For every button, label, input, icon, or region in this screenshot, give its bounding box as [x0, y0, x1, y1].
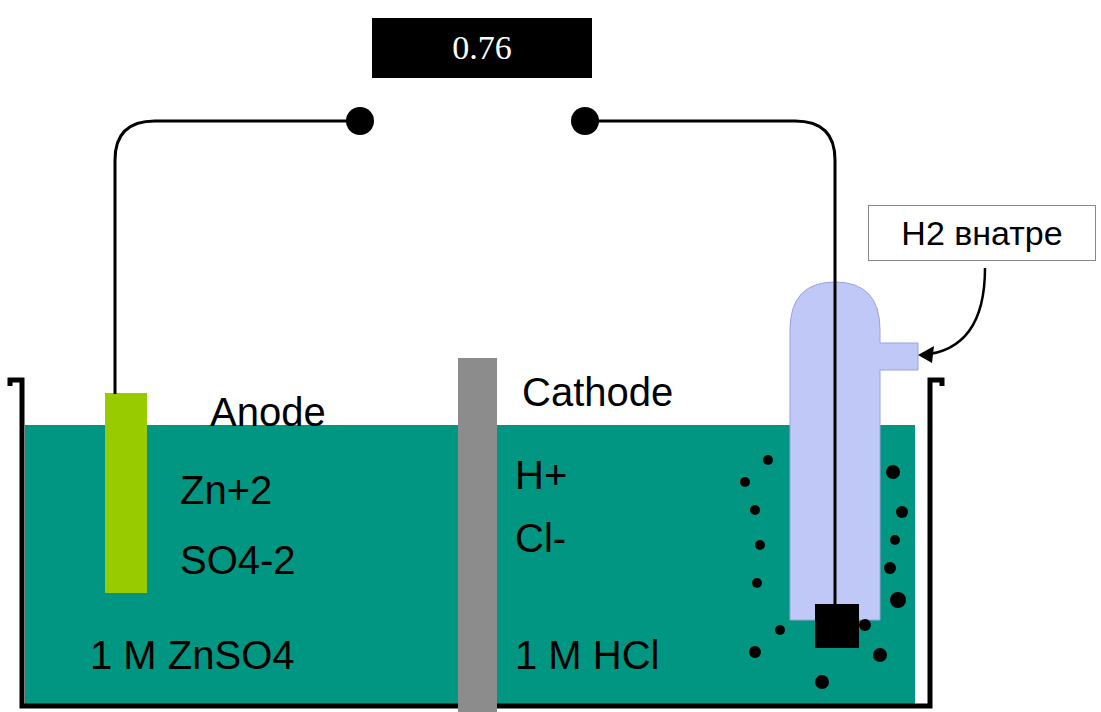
- voltmeter-display: 0.76: [372, 18, 592, 78]
- text-label: Cl-: [515, 518, 566, 558]
- zinc-electrode: [105, 393, 147, 593]
- text-label: Cathode: [522, 372, 673, 412]
- hydrogen-electrode-tube: [790, 282, 918, 620]
- node-text: H2 внатре: [901, 214, 1062, 253]
- text-label: Zn+2: [180, 470, 272, 510]
- text-label: 1 M HCl: [515, 635, 659, 675]
- hydrogen-bubbles: [740, 455, 908, 689]
- text-label: SO4-2: [180, 540, 296, 580]
- callout-box: H2 внатре: [868, 205, 1096, 261]
- wire: [115, 121, 360, 394]
- wire: [585, 121, 835, 605]
- arrowhead: [918, 346, 934, 363]
- terminal: [571, 107, 599, 135]
- platinum-electrode: [815, 604, 859, 648]
- text-label: Anode: [210, 392, 326, 432]
- terminal: [346, 107, 374, 135]
- leader-arrow: [922, 268, 985, 355]
- text-label: H+: [515, 455, 567, 495]
- salt-bridge: [458, 358, 497, 712]
- node-text: 0.76: [452, 29, 512, 67]
- text-label: 1 M ZnSO4: [90, 635, 295, 675]
